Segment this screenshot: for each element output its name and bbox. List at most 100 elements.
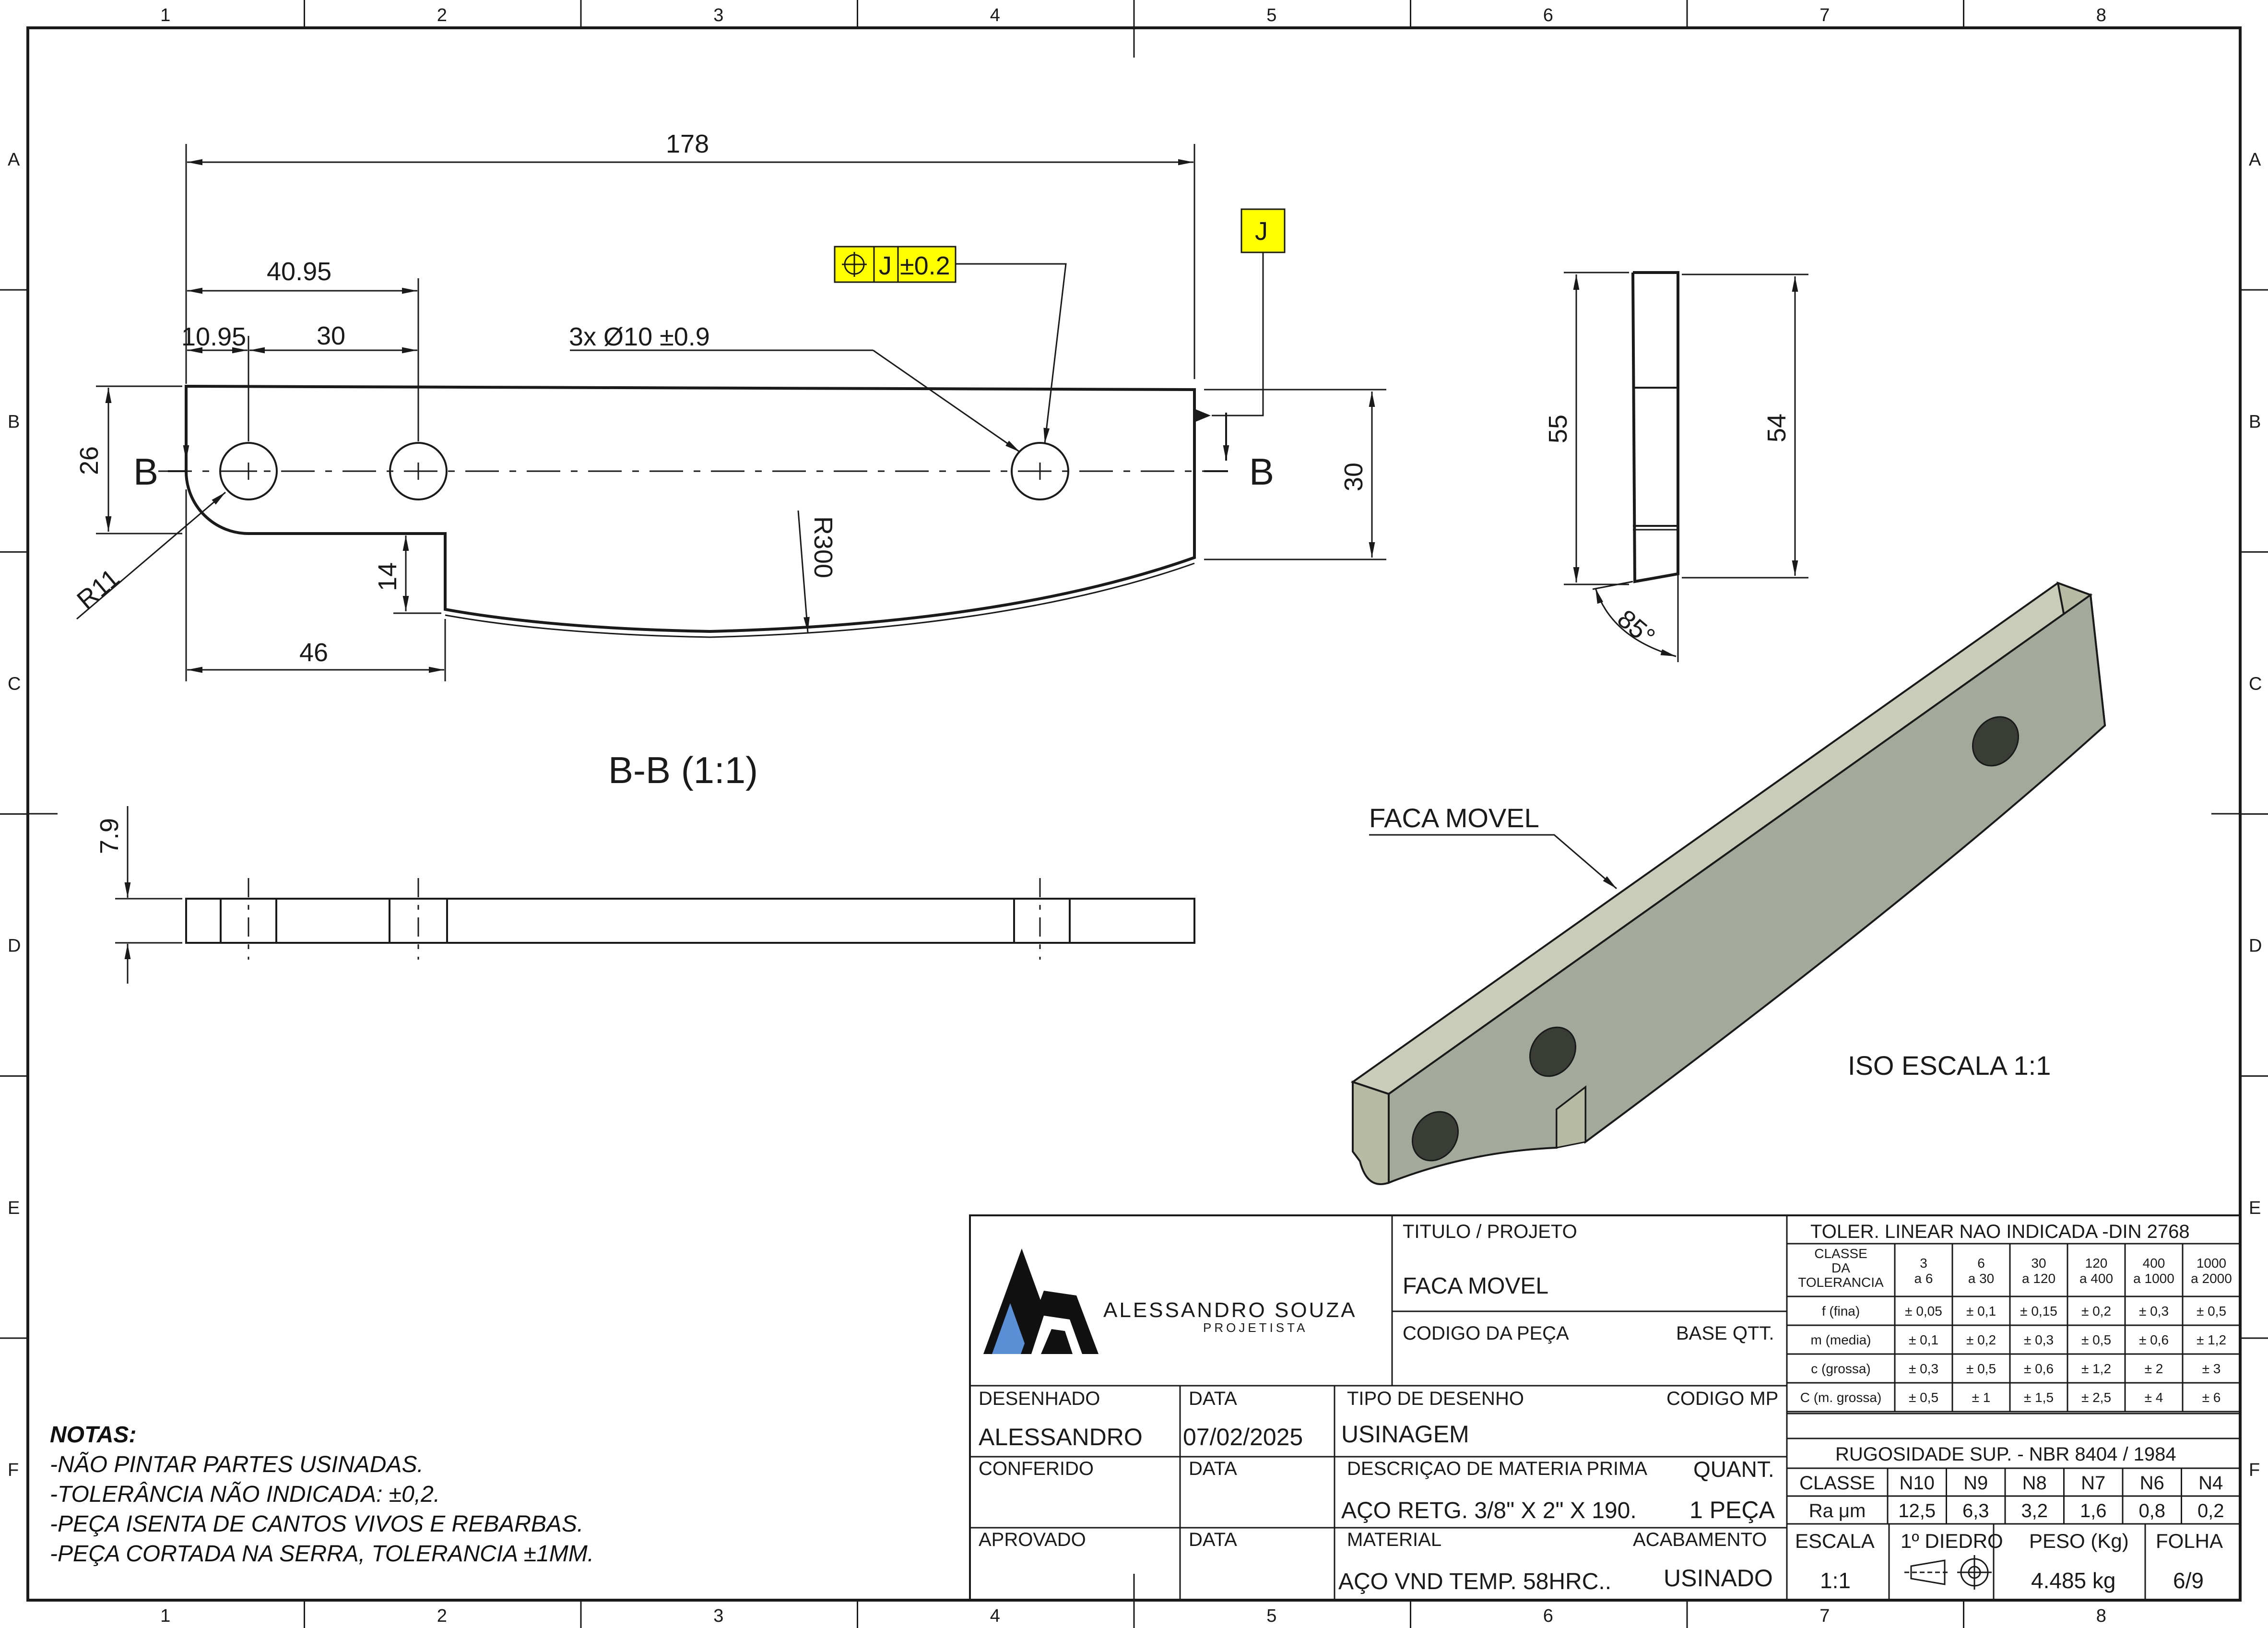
dim-26: 26: [75, 446, 104, 475]
dim-85: 85°: [1612, 604, 1660, 651]
iso-part-label: FACA MOVEL: [1369, 803, 1539, 833]
desc-label: DESCRIÇAO DE MATERIA PRIMA: [1347, 1458, 1647, 1479]
dim-7-9: 7.9: [95, 818, 124, 854]
zone-label-col-bottom: 3: [713, 1606, 723, 1626]
tol-range-header: 1000: [2197, 1256, 2226, 1271]
zone-label-row-right: C: [2249, 674, 2262, 694]
zone-label-col-top: 4: [990, 5, 1000, 25]
dim-14: 14: [373, 562, 402, 591]
iso-scale-label: ISO ESCALA 1:1: [1848, 1050, 2051, 1081]
zone-label-row-left: A: [8, 150, 20, 170]
folha-label: FOLHA: [2156, 1530, 2223, 1552]
zone-label-col-bottom: 8: [2096, 1606, 2106, 1626]
zone-label-col-bottom: 6: [1543, 1606, 1553, 1626]
aprovado-label: APROVADO: [979, 1529, 1086, 1550]
tol-cell: ± 0,2: [1966, 1332, 1996, 1347]
rough-class: N7: [2081, 1473, 2105, 1494]
codigo-label: CODIGO DA PEÇA: [1403, 1323, 1569, 1344]
zone-label-row-right: A: [2249, 150, 2261, 170]
desc-value: AÇO RETG. 3/8" X 2" X 190.: [1341, 1498, 1637, 1523]
conferido-label: CONFERIDO: [979, 1458, 1094, 1479]
zone-label-row-right: B: [2249, 412, 2261, 432]
tol-row-name: f (fina): [1822, 1304, 1860, 1319]
zone-label-row-right: E: [2249, 1198, 2261, 1218]
zone-label-col-top: 6: [1543, 5, 1553, 25]
title-block: ALESSANDRO SOUZA PROJETISTA TITULO / PRO…: [969, 1214, 2241, 1601]
rough-ra-value: 1,6: [2080, 1500, 2107, 1521]
tol-cell: ± 0,6: [2139, 1332, 2169, 1347]
notes-title: NOTAS:: [50, 1422, 137, 1448]
tol-range-header: 120: [2085, 1256, 2108, 1271]
dim-54: 54: [1762, 414, 1791, 442]
tol-range-header: 6: [1977, 1256, 1985, 1271]
tol-range-header: a 1000: [2133, 1271, 2174, 1286]
rough-ra-value: 3,2: [2021, 1500, 2048, 1521]
tol-range-header: a 400: [2079, 1271, 2113, 1286]
desenhado-value: ALESSANDRO: [979, 1424, 1143, 1450]
desenhado-label: DESENHADO: [979, 1388, 1100, 1409]
rough-class: N10: [1900, 1473, 1935, 1494]
peso-value: 4.485 kg: [2031, 1568, 2115, 1593]
rough-class-label: CLASSE: [1799, 1473, 1875, 1494]
diedro-label: 1º DIEDRO: [1901, 1530, 2003, 1552]
datum-j: J: [1212, 208, 1286, 416]
rough-ra-value: 0,2: [2197, 1500, 2224, 1521]
zone-label-row-right: D: [2249, 936, 2262, 956]
tol-range-header: a 6: [1914, 1271, 1933, 1286]
first-angle-symbol-icon: [1904, 1555, 1992, 1590]
gdt-tolerance: ±0.2: [900, 251, 950, 280]
dim-55: 55: [1544, 415, 1572, 443]
rough-ra-value: 12,5: [1898, 1500, 1936, 1521]
dim-10-95: 10.95: [181, 322, 246, 351]
zone-label-row-left: B: [8, 412, 20, 432]
rough-class: N9: [1963, 1473, 1988, 1494]
logo-name: ALESSANDRO SOUZA: [1103, 1298, 1357, 1322]
zone-label-col-top: 7: [1819, 5, 1830, 25]
note-line: -PEÇA ISENTA DE CANTOS VIVOS E REBARBAS.: [50, 1511, 584, 1537]
tol-range-header: 3: [1920, 1256, 1927, 1271]
material-label: MATERIAL: [1347, 1529, 1441, 1550]
tol-cell: ± 1: [1972, 1390, 1991, 1405]
quant-label: QUANT.: [1693, 1457, 1774, 1482]
zone-label-row-left: C: [8, 674, 21, 694]
tol-cell: ± 1,2: [2197, 1332, 2226, 1347]
zone-label-col-top: 2: [437, 5, 447, 25]
tol-cell: ± 0,05: [1905, 1304, 1942, 1319]
peso-label: PESO (Kg): [2029, 1530, 2129, 1552]
company-logo: ALESSANDRO SOUZA PROJETISTA: [983, 1248, 1357, 1354]
rough-ra-value: 6,3: [1962, 1500, 1989, 1521]
dim-46: 46: [299, 638, 328, 667]
zone-label-col-top: 1: [160, 5, 170, 25]
rough-class: N4: [2198, 1473, 2223, 1494]
roughness-table: RUGOSIDADE SUP. - NBR 8404 / 1984 CLASSE…: [1787, 1413, 2240, 1525]
tol-row-name: C (m. grossa): [1800, 1390, 1882, 1405]
rough-class: N6: [2140, 1473, 2164, 1494]
section-label-right: B: [1249, 451, 1274, 493]
tol-cell: ± 2: [2145, 1361, 2163, 1376]
zone-label-col-bottom: 4: [990, 1606, 1000, 1626]
zone-label-col-bottom: 7: [1819, 1606, 1830, 1626]
zone-label-col-top: 5: [1266, 5, 1276, 25]
tol-cell: ± 0,15: [2020, 1304, 2057, 1319]
section-view-title: B-B (1:1): [608, 749, 758, 791]
gdt-frame: J ±0.2: [834, 246, 1067, 444]
tol-cell: ± 1,2: [2081, 1361, 2111, 1376]
tol-cell: ± 0,3: [2139, 1304, 2169, 1319]
tol-cell: ± 6: [2202, 1390, 2221, 1405]
tol-range-header: 30: [2031, 1256, 2046, 1271]
tol-range-header: a 120: [2022, 1271, 2055, 1286]
tol-cell: ± 0,6: [2024, 1361, 2054, 1376]
tol-cell: ± 0,3: [1909, 1361, 1938, 1376]
tol-cell: ± 4: [2145, 1390, 2163, 1405]
section-view: 7.9: [95, 806, 1195, 984]
rough-ra-value: 0,8: [2138, 1500, 2165, 1521]
quant-value: 1 PEÇA: [1689, 1497, 1775, 1523]
tolerance-table: TOLER. LINEAR NAO INDICADA -DIN 2768 CLA…: [1787, 1221, 2240, 1413]
escala-label: ESCALA: [1795, 1530, 1875, 1552]
tipo-value: USINAGEM: [1341, 1421, 1469, 1448]
tol-row-name: m (media): [1810, 1332, 1871, 1347]
dim-30-top: 30: [317, 321, 345, 350]
logo-sub: PROJETISTA: [1203, 1320, 1308, 1335]
